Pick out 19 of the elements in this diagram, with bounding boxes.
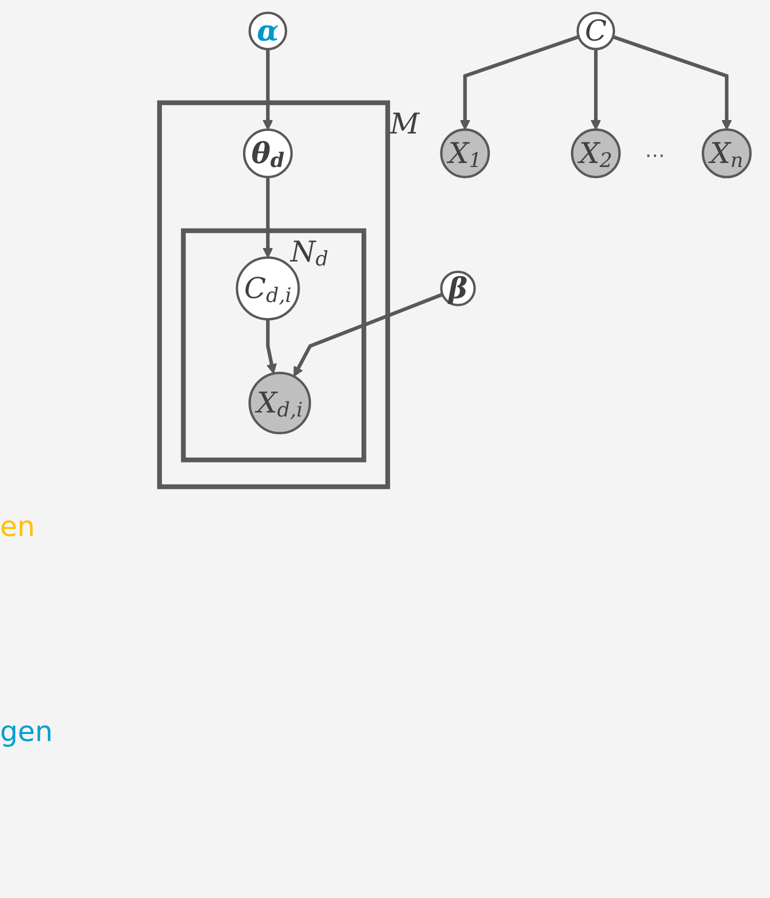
arrow (612, 35, 732, 130)
node-circle (440, 270, 476, 306)
node-circle (702, 128, 752, 178)
arrow (460, 35, 580, 130)
node-circle (570, 128, 621, 178)
node-circle (242, 128, 293, 178)
arrow (590, 49, 602, 130)
arrow (293, 292, 444, 377)
node-circle (248, 372, 312, 434)
text-fragment: gen (0, 715, 53, 748)
node-circle (440, 128, 490, 178)
ellipsis-text: … (645, 138, 665, 162)
text-fragment: en (0, 510, 35, 543)
node-circle (248, 12, 288, 50)
node-circle (576, 12, 616, 50)
arrow (266, 319, 277, 374)
arrow (262, 177, 274, 258)
node-label: M (390, 108, 420, 141)
arrow (262, 49, 274, 130)
